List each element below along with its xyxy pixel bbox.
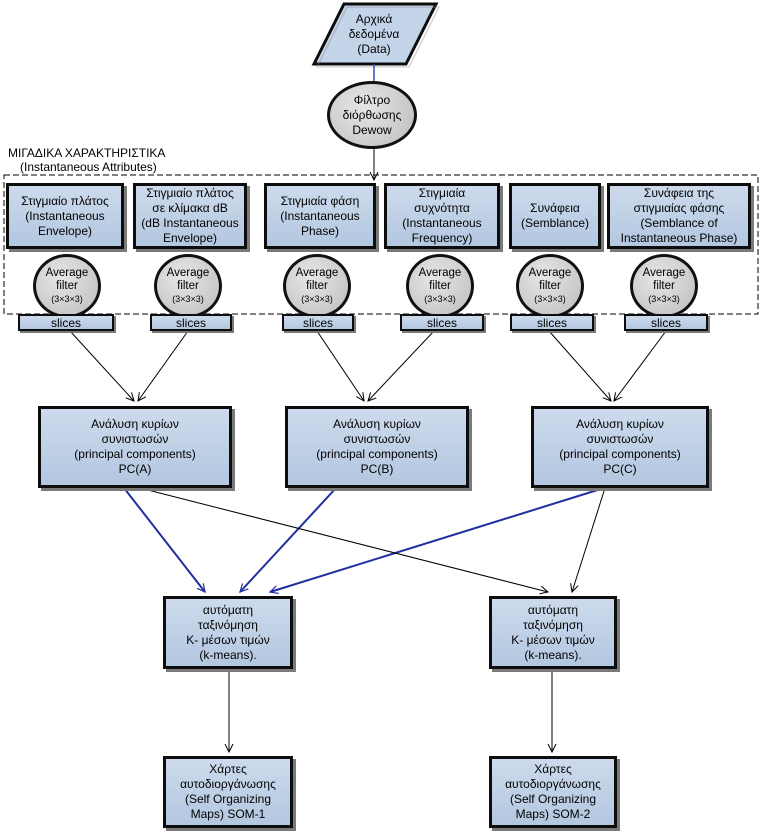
slices-node: slices <box>510 314 594 331</box>
kmeans-node-1: αυτόματη ταξινόμηση K- μέσων τιμών (k-me… <box>163 596 293 669</box>
start-shape <box>311 2 439 66</box>
arrow-pca-b-kmeans-1 <box>240 487 337 592</box>
arrow-pca-a-kmeans-2 <box>139 487 548 592</box>
dewow-filter-label: Φίλτρο διόρθωσης Dewow <box>342 92 402 137</box>
arrow-pca-a-kmeans-1 <box>123 487 205 592</box>
kmeans-node-2: αυτόματη ταξινόμηση K- μέσων τιμών (k-me… <box>489 596 617 669</box>
dewow-filter-node: Φίλτρο διόρθωσης Dewow <box>327 81 417 149</box>
slices-node: slices <box>150 314 232 331</box>
slices-node: slices <box>282 314 354 331</box>
attribute-node-frequency: Στιγμιαία συχνότητα (Instantaneous Frequ… <box>384 183 500 249</box>
attributes-group-title: ΜΙΓΑΔΙΚΑ ΧΑΡΑΚΤΗΡΙΣΤΙΚΑ <box>8 146 166 160</box>
slices-node: slices <box>400 314 484 331</box>
attributes-group-subtitle: (Instantaneous Attributes) <box>20 160 157 174</box>
attribute-node-envelope: Στιγμιαίο πλάτος (Instantaneous Envelope… <box>6 183 124 249</box>
som-node-1: Χάρτες αυτοδιοργάνωσης (Self Organizing … <box>163 756 293 828</box>
start-node-label: Αρχικά δεδομένα (Data) <box>348 11 400 56</box>
attributes-group-box <box>3 174 759 315</box>
arrow-pca-c-kmeans-1 <box>270 487 605 592</box>
slices-node: slices <box>624 314 708 331</box>
attributes-group-label: ΜΙΓΑΔΙΚΑ ΧΑΡΑΚΤΗΡΙΣΤΙΚΑ (Instantaneous A… <box>8 146 165 174</box>
average-filter-node: Average filter(3×3×3) <box>283 254 351 318</box>
attribute-node-db-envelope: Στιγμιαίο πλάτος σε κλίμακα dB (dB Insta… <box>133 183 247 249</box>
pca-node-b: Ανάλυση κυρίων συνιστωσών (principal com… <box>285 406 469 488</box>
start-node: Αρχικά δεδομένα (Data) <box>318 4 430 64</box>
slices-node: slices <box>18 314 114 331</box>
arrow-pca-c-kmeans-2 <box>572 487 606 592</box>
attribute-node-phase: Στιγμιαία φάση (Instantaneous Phase) <box>264 183 376 249</box>
average-filter-node: Average filter(3×3×3) <box>406 254 474 318</box>
average-filter-node: Average filter(3×3×3) <box>33 254 101 318</box>
pca-node-c: Ανάλυση κυρίων συνιστωσών (principal com… <box>531 406 709 488</box>
attribute-node-phase-semblance: Συνάφεια της στιγμιαίας φάσης (Semblance… <box>607 183 751 249</box>
attribute-node-semblance: Συνάφεια (Semblance) <box>509 183 601 249</box>
som-node-2: Χάρτες αυτοδιοργάνωσης (Self Organizing … <box>489 756 617 828</box>
average-filter-node: Average filter(3×3×3) <box>154 254 222 318</box>
pca-node-a: Ανάλυση κυρίων συνιστωσών (principal com… <box>38 406 232 488</box>
average-filter-node: Average filter(3×3×3) <box>630 254 698 318</box>
average-filter-node: Average filter(3×3×3) <box>516 254 584 318</box>
